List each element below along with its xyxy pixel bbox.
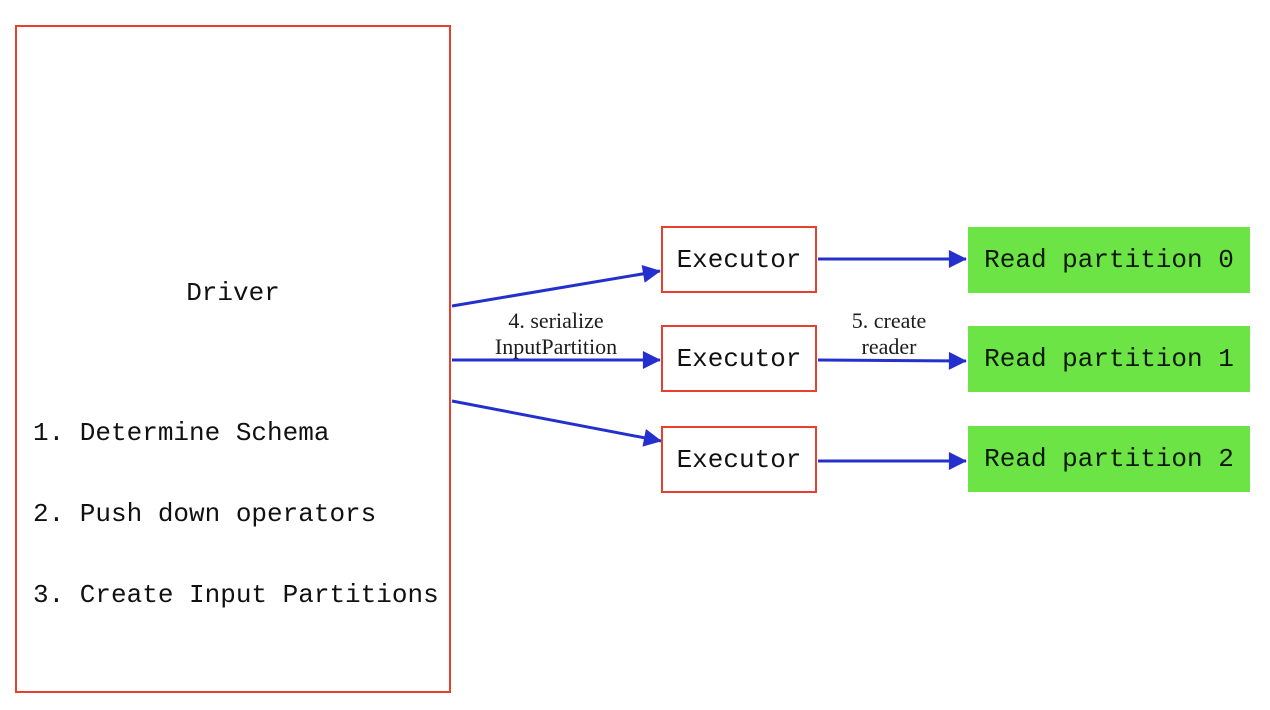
executor-box-3: Executor [661, 426, 817, 493]
arrow-driver-to-executor-3 [451, 399, 662, 447]
executor-label-3: Executor [676, 444, 802, 475]
read-partition-label-1: Read partition 1 [984, 344, 1234, 374]
arrow-executor-2-to-partition-1 [817, 351, 967, 370]
driver-step-3: 3. Create Input Partitions [33, 580, 439, 610]
driver-step-2: 2. Push down operators [33, 499, 377, 529]
read-partition-label-2: Read partition 2 [984, 444, 1234, 474]
arrow-driver-to-executor-1 [451, 264, 661, 308]
executor-box-1: Executor [661, 226, 817, 293]
edge-label-serialize-line1: 4. serialize [508, 308, 604, 333]
edge-label-serialize-inputpartition: 4. serialize InputPartition [446, 308, 666, 360]
edge-label-create-line1: 5. create [851, 308, 927, 333]
read-partition-label-0: Read partition 0 [984, 245, 1234, 275]
driver-box [15, 25, 451, 693]
executor-label-2: Executor [676, 343, 802, 374]
edge-label-serialize-line2: InputPartition [494, 334, 618, 359]
driver-step-list: 1. Determine Schema 2. Push down operato… [33, 366, 439, 663]
read-partition-box-0: Read partition 0 [968, 227, 1250, 293]
edge-label-create-line2: reader [861, 334, 917, 359]
driver-title: Driver [186, 278, 280, 308]
executor-label-1: Executor [676, 244, 802, 275]
read-partition-box-2: Read partition 2 [968, 426, 1250, 492]
driver-step-1: 1. Determine Schema [33, 418, 330, 448]
executor-box-2: Executor [661, 325, 817, 392]
edge-label-create-reader: 5. create reader [814, 308, 964, 360]
read-partition-box-1: Read partition 1 [968, 326, 1250, 392]
